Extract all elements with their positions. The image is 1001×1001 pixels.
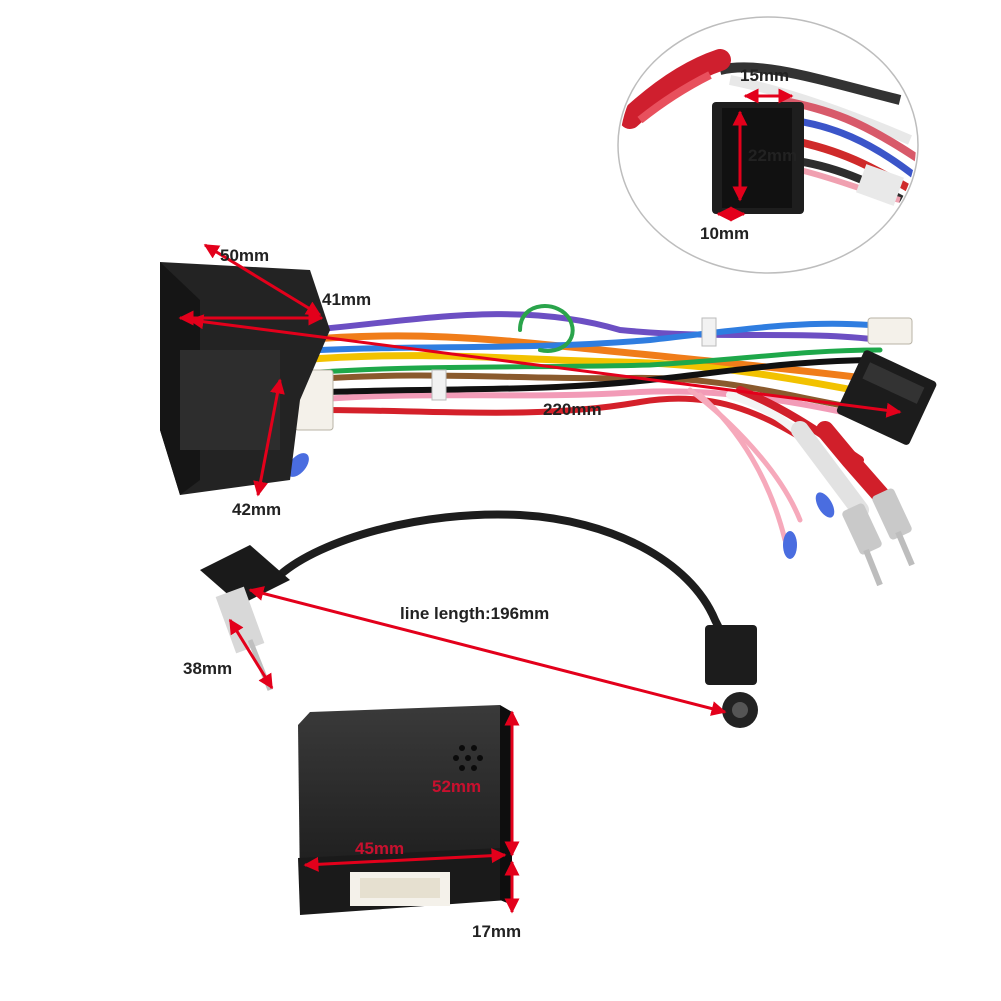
control-box [298,705,520,915]
harness-width-label: 50mm [220,246,270,265]
harness-height-label: 42mm [232,500,282,519]
box-height-label: 52mm [432,777,482,796]
antenna-plug-label: 38mm [183,659,233,678]
iso-wiring-harness [160,243,937,587]
antenna-line-length-label: line length:196mm [400,604,550,623]
pin-width-label: 15mm [740,66,790,85]
cable-length-label: 220mm [543,400,602,419]
box-width-label: 45mm [355,839,405,858]
antenna-adapter-cable [200,510,758,728]
pin-height-label: 22mm [748,146,798,165]
harness-depth-label: 41mm [322,290,372,309]
pin-depth-label: 10mm [700,224,750,243]
box-depth-label: 17mm [472,922,522,941]
pin-connector-inset [617,16,919,274]
